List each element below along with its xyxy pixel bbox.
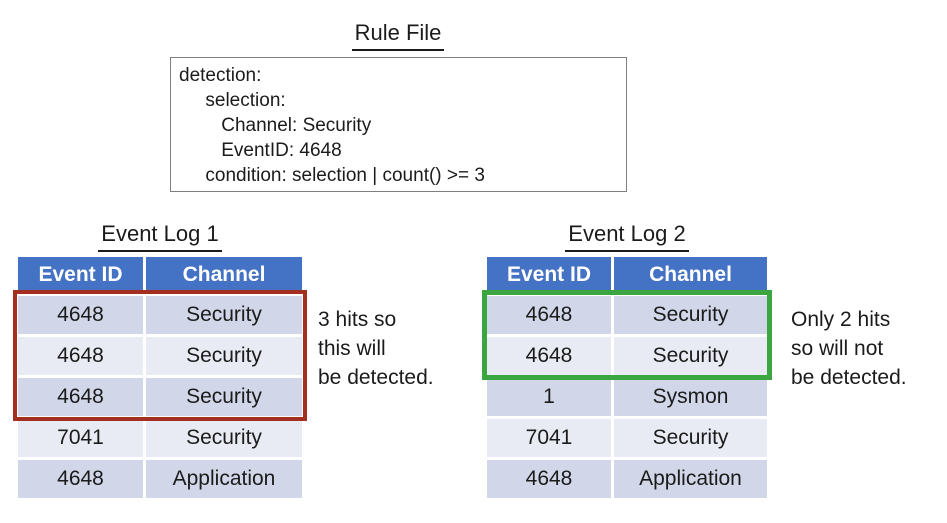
rule-file-title: Rule File — [170, 20, 626, 51]
channel-cell: Security — [614, 296, 767, 334]
event-id-cell: 4648 — [18, 337, 143, 375]
channel-cell: Security — [146, 337, 302, 375]
event-id-cell: 4648 — [18, 296, 143, 334]
event-log-2-title-text: Event Log 2 — [565, 221, 689, 252]
event-log-2-header-event-id: Event ID — [487, 257, 611, 293]
channel-cell: Application — [614, 460, 767, 498]
event-log-1-header-event-id: Event ID — [18, 257, 143, 293]
event-log-2-annotation: Only 2 hits so will not be detected. — [791, 308, 907, 389]
event-id-cell: 4648 — [487, 296, 611, 334]
channel-cell: Security — [146, 378, 302, 416]
event-log-2-table: Event ID Channel 4648 Security 4648 Secu… — [487, 257, 767, 498]
event-id-cell: 4648 — [487, 460, 611, 498]
channel-cell: Security — [146, 296, 302, 334]
event-id-cell: 7041 — [487, 419, 611, 457]
event-log-2-header-channel: Channel — [614, 257, 767, 293]
channel-cell: Sysmon — [614, 378, 767, 416]
event-log-1-table: Event ID Channel 4648 Security 4648 Secu… — [18, 257, 302, 498]
channel-cell: Security — [614, 419, 767, 457]
rule-file-box — [170, 57, 627, 192]
event-log-2-title: Event Log 2 — [487, 221, 767, 252]
event-log-1-header-channel: Channel — [146, 257, 302, 293]
event-log-1-title: Event Log 1 — [18, 221, 302, 252]
event-id-cell: 4648 — [18, 460, 143, 498]
channel-cell: Security — [146, 419, 302, 457]
event-log-1-title-text: Event Log 1 — [98, 221, 222, 252]
event-id-cell: 7041 — [18, 419, 143, 457]
rule-file-code: detection: selection: Channel: Security … — [179, 65, 485, 186]
event-id-cell: 4648 — [18, 378, 143, 416]
rule-file-title-text: Rule File — [351, 20, 445, 51]
event-id-cell: 4648 — [487, 337, 611, 375]
event-id-cell: 1 — [487, 378, 611, 416]
event-log-1-annotation: 3 hits so this will be detected. — [318, 308, 434, 389]
channel-cell: Security — [614, 337, 767, 375]
channel-cell: Application — [146, 460, 302, 498]
